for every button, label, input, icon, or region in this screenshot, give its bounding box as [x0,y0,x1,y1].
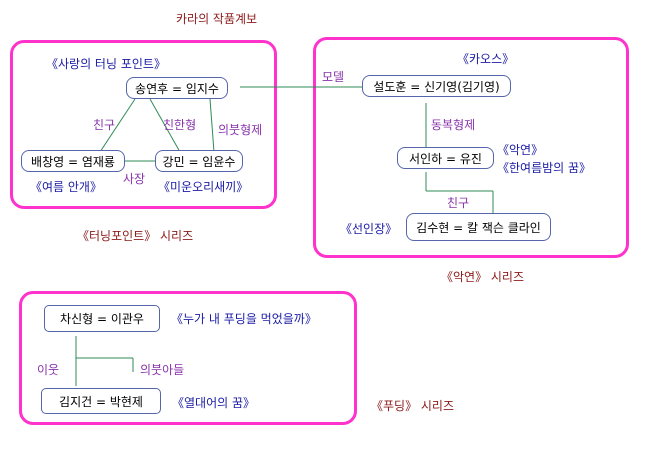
relation-close-brother: 친한형 [163,118,197,132]
pudding-frame [19,291,357,425]
work-title-ugly-duckling: 《미운오리새끼》 [158,180,249,194]
node-chaos-middle: 서인하 = 유진 [397,147,494,169]
node-chaos-top: 설도훈 = 신기영(김기영) [362,75,511,97]
relation-friend-chaos: 친구 [447,196,470,210]
turning-point-frame [10,40,277,209]
relation-stepbrother: 동복형제 [431,118,476,132]
relation-step-brother: 의붓형제 [218,123,263,137]
work-title-chaos: 《카오스》 [457,52,515,66]
relation-model: 모델 [322,70,345,84]
node-chaos-bottom: 김수현 = 칼 잭슨 클라인 [406,213,551,241]
relation-boss: 사장 [123,172,146,186]
node-pudding-bottom: 김지건 = 박현제 [41,388,161,414]
series-label-turning-point: 《터닝포인트》 시리즈 [77,229,194,243]
node-pudding-top: 차신형 = 이관우 [44,305,160,332]
work-title-pudding: 《누가 내 푸딩을 먹었을까》 [171,312,317,326]
work-title-midsummer-dream: 《한여름밤의 꿈》 [497,161,592,175]
relation-friend: 친구 [93,118,116,132]
page-title: 카라의 작품계보 [176,12,258,26]
node-turning-main: 송연후 = 임지수 [126,77,228,99]
work-title-turning-point: 《사랑의 터닝 포인트》 [46,57,166,71]
node-turning-left: 배창영 = 염재룡 [21,150,125,172]
node-turning-right: 강민 = 임윤수 [155,150,243,172]
work-title-tropical-fish: 《열대어의 꿈》 [172,396,256,410]
chaos-frame [313,37,629,258]
relation-neighbor: 이웃 [37,363,60,377]
relation-step-sons: 의붓아들 [140,363,185,377]
work-title-summer-fog: 《여름 안개》 [30,180,102,194]
work-title-bad-blood: 《악연》 [497,143,544,157]
work-title-cactus: 《선인장》 [340,222,398,236]
series-label-pudding: 《푸딩》 시리즈 [371,399,455,413]
series-label-bad-blood: 《악연》 시리즈 [441,270,525,284]
